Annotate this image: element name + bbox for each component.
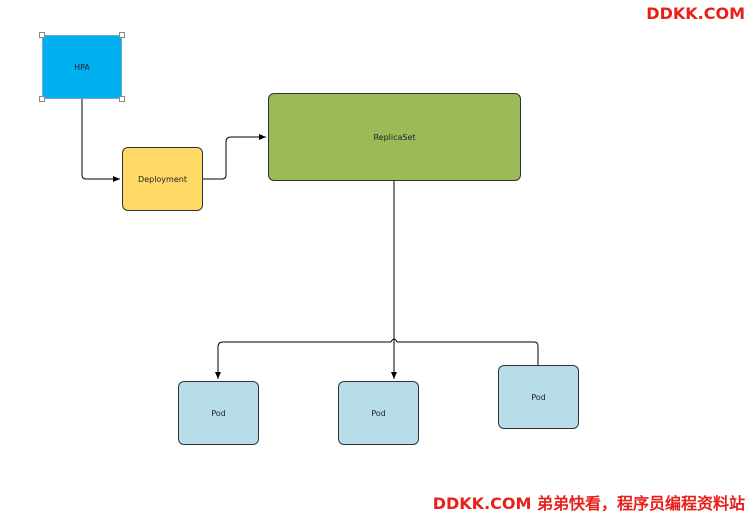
pod-node-3[interactable]: Pod <box>498 365 579 429</box>
pod-label-2: Pod <box>371 408 386 418</box>
selection-handle-top-right[interactable] <box>119 32 125 38</box>
replicaset-label: ReplicaSet <box>373 132 416 142</box>
watermark-top: DDKK.COM <box>646 4 745 23</box>
edge-deployment-replicaset <box>203 134 266 180</box>
selection-handle-bottom-left[interactable] <box>39 96 45 102</box>
pod-node-2[interactable]: Pod <box>338 381 419 445</box>
replicaset-node[interactable]: ReplicaSet <box>268 93 521 181</box>
pod-label-1: Pod <box>211 408 226 418</box>
deployment-node[interactable]: Deployment <box>122 147 203 211</box>
pod-node-1[interactable]: Pod <box>178 381 259 445</box>
watermark-bottom: DDKK.COM 弟弟快看，程序员编程资料站 <box>432 494 745 513</box>
edge-replicaset-pod1 <box>215 341 391 379</box>
edge-replicaset-pod3 <box>397 341 539 365</box>
deployment-label: Deployment <box>138 174 187 184</box>
pod-label-3: Pod <box>531 392 546 402</box>
selection-handle-top-left[interactable] <box>39 32 45 38</box>
selection-handle-bottom-right[interactable] <box>119 96 125 102</box>
hpa-label: HPA <box>74 62 90 72</box>
edge-hpa-deployment <box>81 99 120 182</box>
hpa-node[interactable]: HPA <box>42 35 122 99</box>
line-jump <box>390 338 398 343</box>
